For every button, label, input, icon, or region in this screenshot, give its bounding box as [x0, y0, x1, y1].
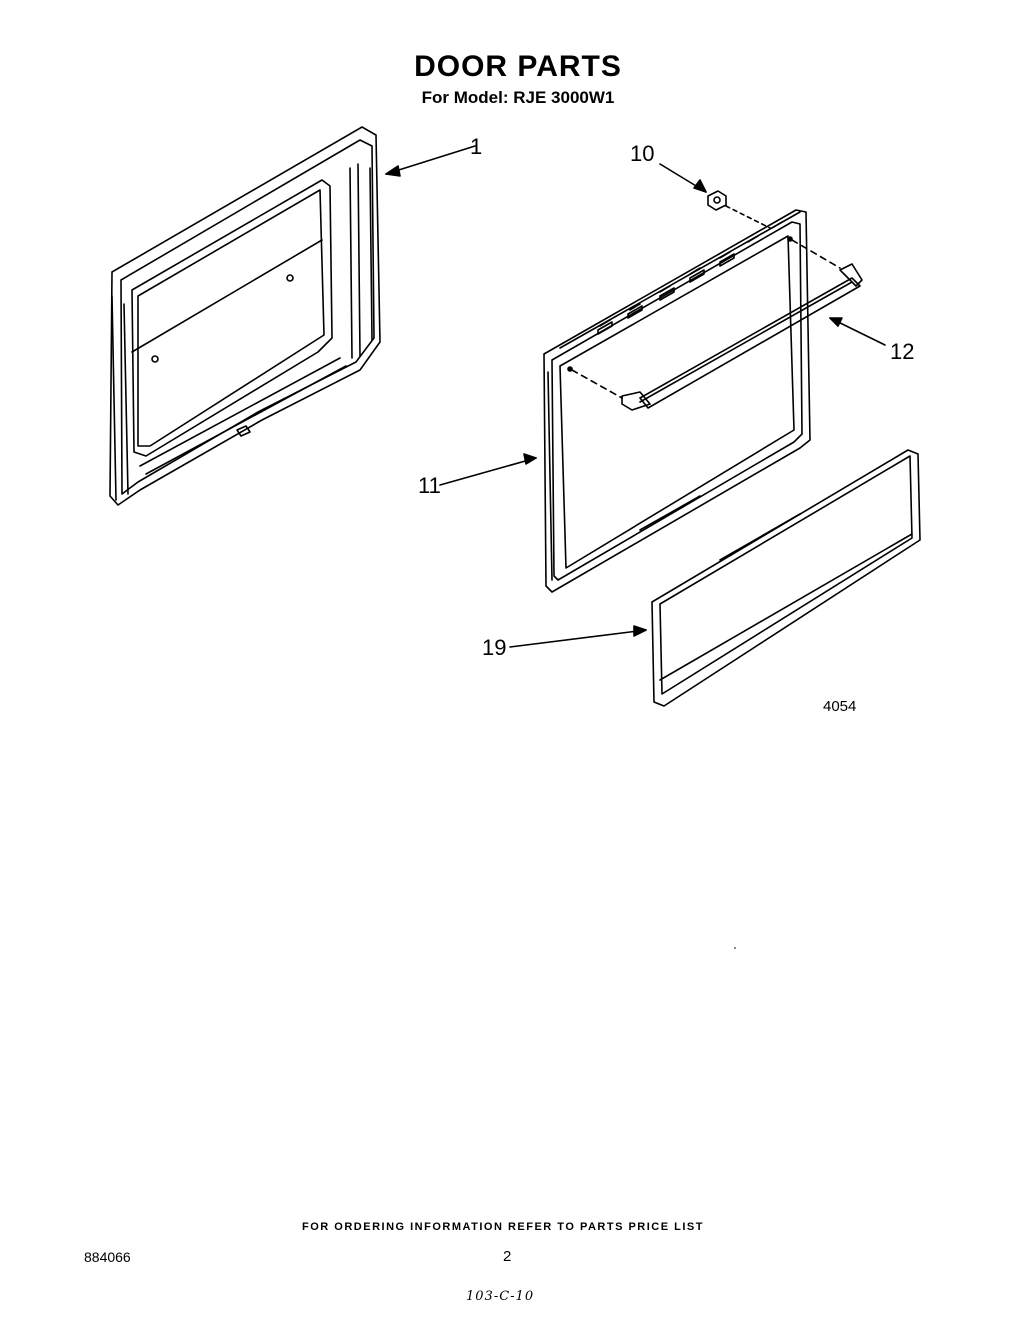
leader-line-19 [509, 625, 647, 648]
leader-line-12 [829, 317, 886, 346]
model-subtitle: For Model: RJE 3000W1 [421, 88, 615, 107]
callout-10: 10 [630, 141, 654, 166]
page-title: DOOR PARTS [414, 50, 622, 83]
door-handle-part-12 [571, 205, 863, 411]
inner-door-liner-part-1 [109, 126, 381, 506]
callout-19: 19 [482, 635, 506, 660]
document-id: 884066 [84, 1249, 131, 1265]
callout-1: 1 [470, 134, 482, 159]
callout-12: 12 [890, 339, 914, 364]
page-number: 2 [503, 1248, 512, 1265]
handwritten-code: 103-C-10 [466, 1289, 535, 1304]
ordering-note: FOR ORDERING INFORMATION REFER TO PARTS … [302, 1221, 704, 1233]
figure-number: 4054 [823, 698, 857, 715]
callout-11: 11 [418, 473, 441, 498]
nut-part-10 [707, 190, 727, 211]
outer-door-frame-part-11 [543, 209, 811, 593]
speck [734, 947, 736, 949]
leader-line-10 [659, 163, 707, 193]
glass-panel-part-19 [651, 449, 921, 707]
leader-line-1 [385, 145, 476, 177]
leader-line-11 [439, 453, 537, 486]
